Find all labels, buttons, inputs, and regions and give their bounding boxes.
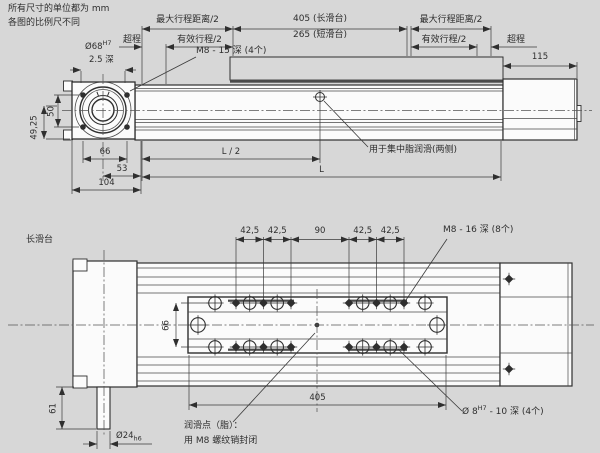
note-pin-holes: Ø 8H7 - 10 深 (4个) [462,404,544,417]
centerlines-top [62,74,592,181]
note-lube-line1: 润滑点（脂）： [184,421,243,431]
dim-effective-right: 有效行程/2 [421,35,467,45]
leader-m8-flange [129,56,197,92]
note-units: 所有尺寸的单位都为 mm [8,4,110,14]
note-m8-flange: M8 - 15 深 (4个) [196,46,267,56]
dim-50: 50 [46,106,57,117]
dim-half-length: L / 2 [221,147,241,157]
dimension-lines-top [41,26,578,194]
note-lube-line2: 用 M8 螺纹销封闭 [184,436,258,446]
carriage-slab [229,56,504,83]
dim-effective-left: 有效行程/2 [177,35,222,45]
dim-53: 53 [116,164,128,174]
top-view-drawing [41,26,592,194]
centerlines-bottom [8,250,594,436]
dim-overtravel-left: 超程 [122,35,141,45]
dim-42-5-b: 42,5 [267,226,287,236]
dim-42-5-c: 42,5 [353,226,373,236]
note-m8-plate: M8 - 16 深 (8个) [443,225,514,235]
motor-block [72,258,138,389]
dim-66-bottom: 66 [161,320,172,331]
flange-bolt-holes [80,92,130,130]
bottom-view-title: 长滑台 [26,235,54,245]
end-block-plan [499,262,573,387]
dim-90: 90 [314,226,326,236]
dim-shaft: Ø24h6 [116,431,142,443]
note-scale: 各图的比例尺不同 [8,18,81,28]
dimension-lines-bottom [56,236,447,449]
end-block [502,78,582,141]
note-grease: 用于集中脂润滑(两侧) [369,145,458,155]
dim-115: 115 [531,52,549,62]
dim-max-travel-right: 最大行程距离/2 [419,15,483,25]
dim-long-table: 405 (长滑台) [292,14,348,24]
dim-42-5-d: 42,5 [380,226,400,236]
dim-bore-depth: 2.5 深 [89,55,114,65]
dim-42-5-a: 42,5 [240,226,260,236]
motor-shaft [96,386,111,430]
dim-bore: Ø68H7 [85,39,112,52]
bottom-view-drawing [8,236,594,449]
dim-max-travel-left: 最大行程距离/2 [156,15,219,25]
dim-49-25: 49,25 [29,115,40,140]
dim-length: L [319,165,324,175]
dim-66-top: 66 [99,147,111,157]
dim-104: 104 [98,178,115,188]
dim-overtravel-right: 超程 [506,35,525,45]
dim-61: 61 [48,403,59,414]
dim-short-table: 265 (短滑台) [292,30,348,40]
grease-fitting-symbol [313,90,369,163]
dim-405: 405 [309,393,326,403]
